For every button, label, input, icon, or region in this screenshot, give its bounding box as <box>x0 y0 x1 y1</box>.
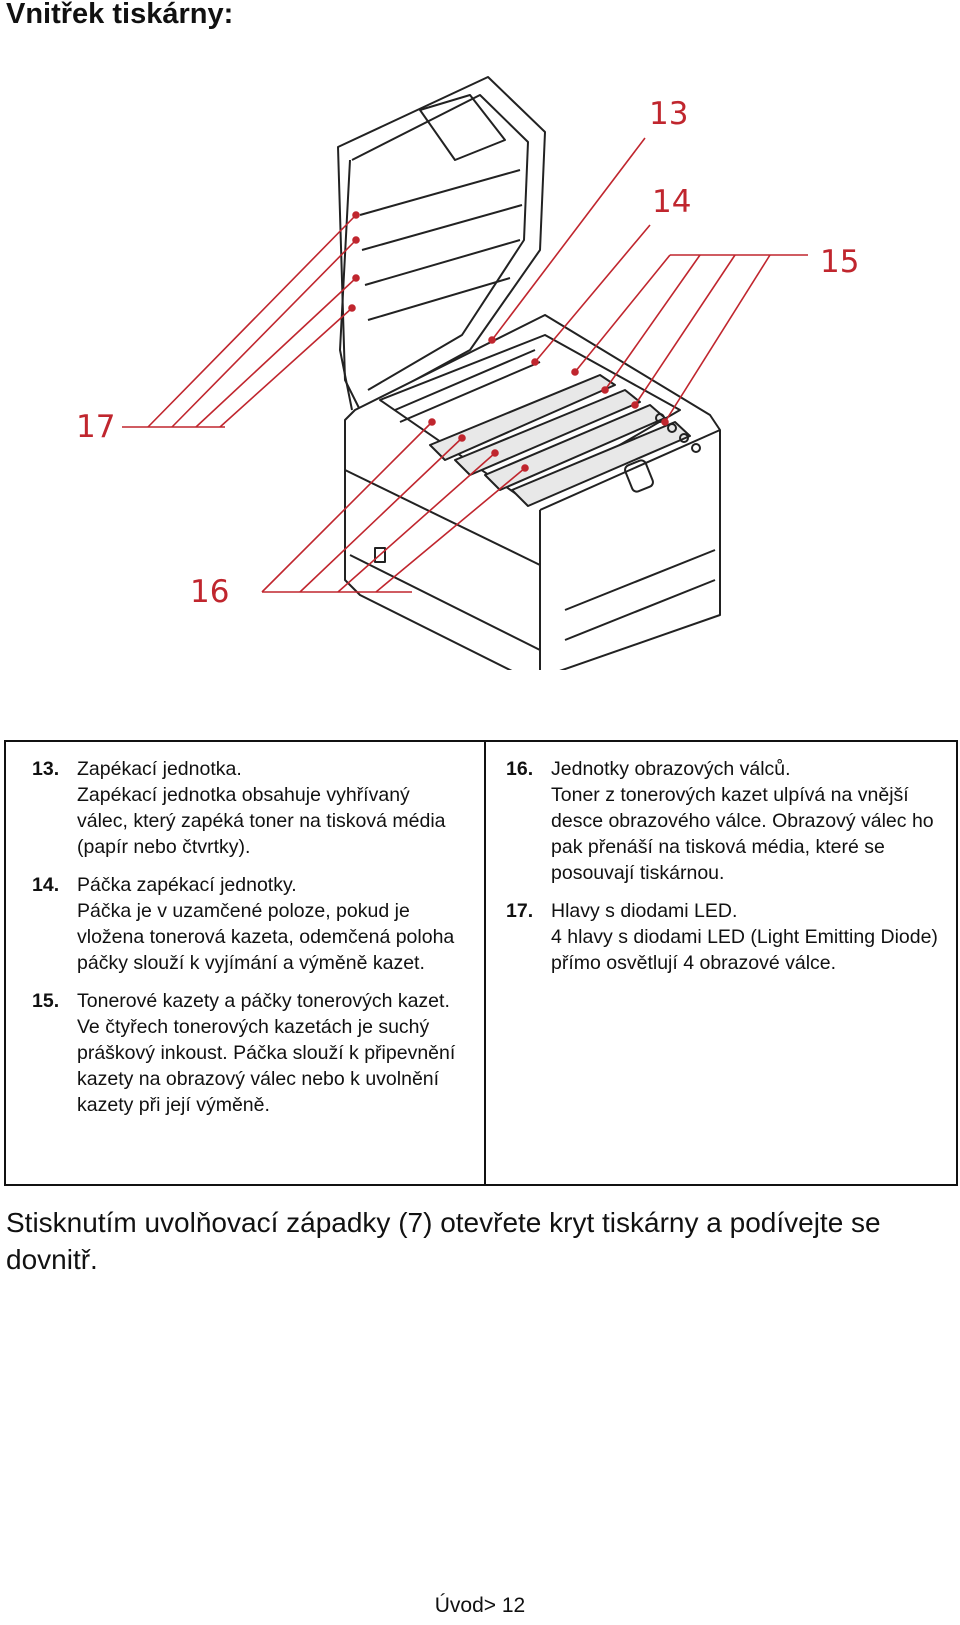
item-number: 13. <box>32 758 60 780</box>
legend-item-16: 16. Jednotky obrazových válců. Toner z t… <box>506 756 938 886</box>
callout-14: 14 <box>652 184 691 220</box>
item-number: 14. <box>32 874 60 896</box>
item-body: Toner z tonerových kazet ulpívá na vnějš… <box>551 784 934 884</box>
instruction-text: Stisknutím uvolňovací západky (7) otevře… <box>6 1207 881 1275</box>
legend-item-15: 15. Tonerové kazety a páčky tonerových k… <box>32 988 466 1118</box>
callout-17: 17 <box>76 409 115 445</box>
printer-drawing <box>337 76 721 670</box>
legend-table: 13. Zapékací jednotka. Zapékací jednotka… <box>4 740 958 1186</box>
toner-cartridges <box>429 374 691 507</box>
item-body: Zapékací jednotka obsahuje vyhřívaný vál… <box>77 784 446 858</box>
legend-item-17: 17. Hlavy s diodami LED. 4 hlavy s dioda… <box>506 898 938 976</box>
item-number: 15. <box>32 990 60 1012</box>
item-number: 17. <box>506 900 534 922</box>
callout-13: 13 <box>649 96 688 132</box>
page-footer: Úvod> 12 <box>434 1594 526 1617</box>
legend-column-right: 16. Jednotky obrazových válců. Toner z t… <box>486 742 956 1184</box>
legend-item-14: 14. Páčka zapékací jednotky. Páčka je v … <box>32 872 466 976</box>
legend-item-13: 13. Zapékací jednotka. Zapékací jednotka… <box>32 756 466 860</box>
callout-leaders <box>122 137 808 593</box>
item-heading: Jednotky obrazových válců. <box>551 758 791 780</box>
item-body: Páčka je v uzamčené poloze, pokud je vlo… <box>77 900 455 974</box>
item-body: 4 hlavy s diodami LED (Light Emitting Di… <box>551 926 938 974</box>
printer-illustration: 13 14 15 16 17 <box>76 76 859 670</box>
item-heading: Tonerové kazety a páčky tonerových kazet… <box>77 990 450 1012</box>
item-body: Ve čtyřech tonerových kazetách je suchý … <box>77 1016 456 1116</box>
item-number: 16. <box>506 758 534 780</box>
callout-15: 15 <box>820 244 859 280</box>
legend-column-left: 13. Zapékací jednotka. Zapékací jednotka… <box>6 742 486 1184</box>
item-heading: Zapékací jednotka. <box>77 758 242 780</box>
callout-16: 16 <box>190 574 229 610</box>
item-heading: Hlavy s diodami LED. <box>551 900 738 922</box>
item-heading: Páčka zapékací jednotky. <box>77 874 297 896</box>
printer-interior-figure: 13 14 15 16 17 <box>0 50 960 670</box>
page-title: Vnitřek tiskárny: <box>6 0 234 30</box>
